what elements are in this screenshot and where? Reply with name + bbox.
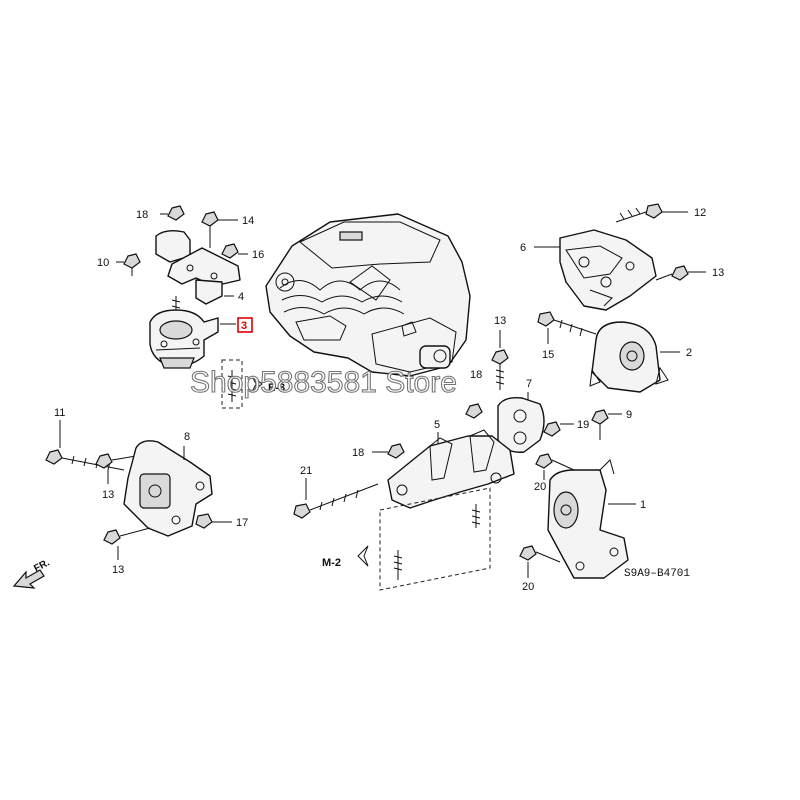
callout-3-highlighted: 3: [241, 320, 247, 332]
callout-15: 15: [542, 349, 554, 361]
diagram-code: S9A9–B4701: [624, 568, 690, 580]
upper-right-bracket-assembly: [534, 203, 706, 311]
callout-14: 14: [242, 215, 254, 227]
lower-left-mount-assembly: [45, 420, 232, 560]
callout-13d: 13: [112, 564, 124, 576]
callout-7: 7: [526, 378, 532, 390]
callout-2: 2: [686, 347, 692, 359]
callout-18a: 18: [136, 209, 148, 221]
callout-19: 19: [577, 419, 589, 431]
callout-20a: 20: [534, 481, 546, 493]
front-direction-arrow-icon: [12, 569, 45, 589]
callout-18c: 18: [352, 447, 364, 459]
callout-13b: 13: [494, 315, 506, 327]
callout-6: 6: [520, 242, 526, 254]
upper-left-mount-assembly: [116, 205, 248, 369]
callout-21: 21: [300, 465, 312, 477]
callout-10: 10: [97, 257, 109, 269]
lower-right-mount-assembly: [519, 453, 636, 579]
highlight-box-3: [237, 317, 253, 333]
callout-8: 8: [184, 431, 190, 443]
right-mount-assembly: [537, 311, 680, 393]
ref-e3: E-3: [268, 382, 285, 394]
callout-16: 16: [252, 249, 264, 261]
callout-4: 4: [238, 291, 244, 303]
callout-1: 1: [640, 499, 646, 511]
callout-17: 17: [236, 517, 248, 529]
middle-plate-assembly: [465, 330, 622, 453]
callout-9: 9: [626, 409, 632, 421]
callout-13c: 13: [102, 489, 114, 501]
engine-illustration: [265, 213, 471, 377]
center-lower-bracket-assembly: [293, 429, 515, 591]
e3-reference-group: [221, 359, 263, 409]
callout-12: 12: [694, 207, 706, 219]
callout-18b: 18: [470, 369, 482, 381]
callout-5: 5: [434, 419, 440, 431]
callout-13a: 13: [712, 267, 724, 279]
store-watermark: Shop5883581 Store: [190, 366, 457, 399]
ref-m2: M-2: [322, 557, 341, 569]
callout-20b: 20: [522, 581, 534, 593]
callout-11: 11: [54, 407, 65, 419]
front-label: FR.: [32, 557, 52, 574]
